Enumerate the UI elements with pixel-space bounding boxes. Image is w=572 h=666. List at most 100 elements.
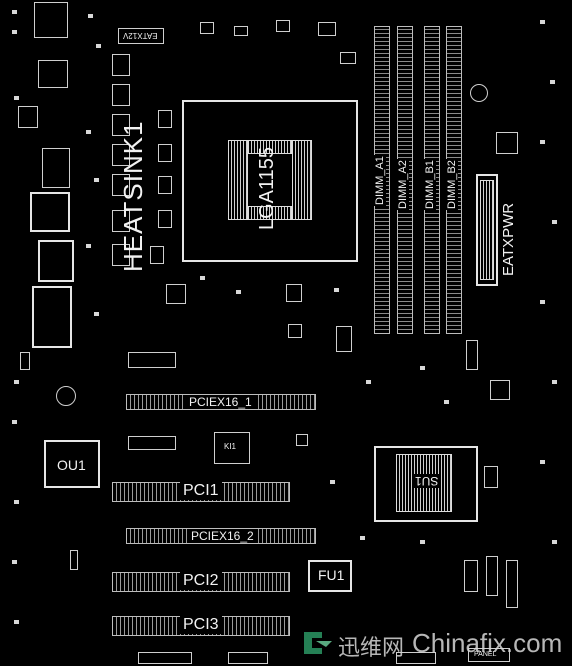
pad [334, 288, 339, 292]
eatxpwr-pins [480, 180, 494, 280]
pciex16-1-label: PCIEX16_1 [186, 395, 255, 409]
pad [14, 96, 19, 100]
pad [366, 380, 371, 384]
heatsink-label: HEATSINK1 [118, 120, 148, 272]
vrm-block-5 [112, 174, 130, 196]
cap-top-2 [234, 26, 248, 36]
right-ic-2 [484, 466, 498, 488]
vrm-block-4 [112, 144, 130, 166]
pad [420, 366, 425, 370]
pad [88, 14, 93, 18]
io-block-vga [32, 286, 72, 348]
pciex16-2-label: PCIEX16_2 [188, 529, 257, 543]
pad [552, 220, 557, 224]
pad [86, 130, 91, 134]
sata-header [466, 340, 478, 370]
left-component-4 [166, 284, 186, 304]
eatxpwr-label: EATXPWR [500, 202, 517, 276]
pad [540, 20, 545, 24]
pad [94, 312, 99, 316]
pad [420, 540, 425, 544]
bottom-header-1 [138, 652, 192, 664]
eatx12v-label: EATX12V [123, 31, 158, 40]
io-small-2 [20, 352, 30, 370]
io-block-usb2 [38, 240, 74, 282]
dimm-a1-label: DIMM_A1 [374, 155, 386, 206]
bottom-header-3 [396, 652, 436, 664]
pad [12, 10, 17, 14]
su1-chipset-outline [374, 446, 478, 522]
cpu-socket-pins-right [292, 140, 312, 220]
pad [540, 140, 545, 144]
vrm-choke-4 [158, 210, 172, 228]
pad [14, 500, 19, 504]
ki1-label: KI1 [224, 442, 237, 451]
watermark-en-text: Chinafix.com [412, 628, 563, 658]
cpu-socket-pins-bottom [248, 206, 292, 220]
vrm-choke-1 [158, 110, 172, 128]
pad [14, 620, 19, 624]
vrm-block-2 [112, 84, 130, 106]
dimm-a2-label: DIMM_A2 [397, 159, 409, 210]
cap-top-1 [200, 22, 214, 34]
pad [550, 80, 555, 84]
ic-mid-3 [336, 326, 352, 352]
vrm-choke-2 [158, 144, 172, 162]
eatx12v-connector [118, 28, 164, 44]
ou1-chip [44, 440, 100, 488]
right-ic-1 [490, 380, 510, 400]
ou1-label: OU1 [57, 457, 86, 473]
pad [200, 276, 205, 280]
sata-connector-1 [464, 560, 478, 592]
watermark-logo-icon [304, 632, 332, 654]
ic-mid-4 [296, 434, 308, 446]
cpu-socket-outline [182, 100, 358, 262]
sata-connector-3 [506, 560, 518, 608]
pad [552, 540, 557, 544]
dimm-b2-label: DIMM_B2 [446, 159, 458, 210]
pad [330, 480, 335, 484]
pad [12, 560, 17, 564]
cap-top-3 [276, 20, 290, 32]
vrm-block-7 [112, 244, 130, 266]
ic-mid-2 [288, 324, 302, 338]
panel-label: PANEL [474, 651, 497, 658]
pad [96, 44, 101, 48]
cpu-socket-label: LGA1155 [256, 146, 278, 230]
ic-mid-1 [286, 284, 302, 302]
mem-ok-button [496, 132, 518, 154]
cap-top-5 [340, 52, 356, 64]
pad [12, 420, 17, 424]
vrm-block-6 [112, 210, 130, 232]
pad [236, 290, 241, 294]
vrm-block-3 [112, 114, 130, 136]
bottom-header-2 [228, 652, 268, 664]
cpu-socket-pins-top [248, 140, 292, 154]
cpu-socket-pins-left [228, 140, 248, 220]
io-small-1 [18, 106, 38, 128]
io-block-usb [38, 60, 68, 88]
sata-connector-2 [486, 556, 498, 596]
left-component-5 [70, 550, 78, 570]
ki1-chip [214, 432, 250, 464]
su1-label: SU1 [413, 474, 441, 488]
fu1-chip [308, 560, 352, 592]
io-block-top [34, 2, 68, 38]
pci3-label: PCI3 [180, 616, 222, 634]
cap-top-4 [318, 22, 336, 36]
pad [94, 178, 99, 182]
pad [12, 30, 17, 34]
pci2-label: PCI2 [180, 572, 222, 590]
mem-ok-led [470, 84, 488, 102]
left-component-2 [128, 352, 176, 368]
pad [444, 400, 449, 404]
pad [552, 380, 557, 384]
pad [540, 300, 545, 304]
io-block-audio [42, 148, 70, 188]
watermark-cn-text: 迅维网 [338, 635, 405, 660]
left-component-3 [128, 436, 176, 450]
panel-header [468, 648, 510, 662]
vrm-block-1 [112, 54, 130, 76]
left-component-1 [56, 386, 76, 406]
eatxpwr-connector [476, 174, 498, 286]
